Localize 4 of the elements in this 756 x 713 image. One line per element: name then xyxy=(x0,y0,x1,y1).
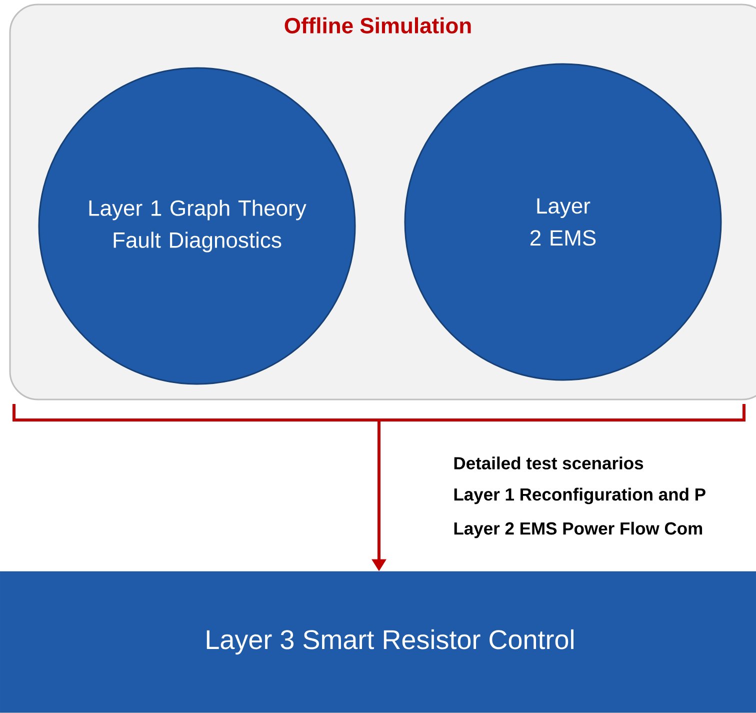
note-text: Layer 2 EMS Power Flow Com xyxy=(454,522,702,538)
process-bar: Layer 3 Smart Resistor Control xyxy=(0,571,756,713)
note-text: Layer 1 Reconfiguration and P xyxy=(454,488,706,504)
note-text: Detailed test scenarios xyxy=(454,456,644,470)
